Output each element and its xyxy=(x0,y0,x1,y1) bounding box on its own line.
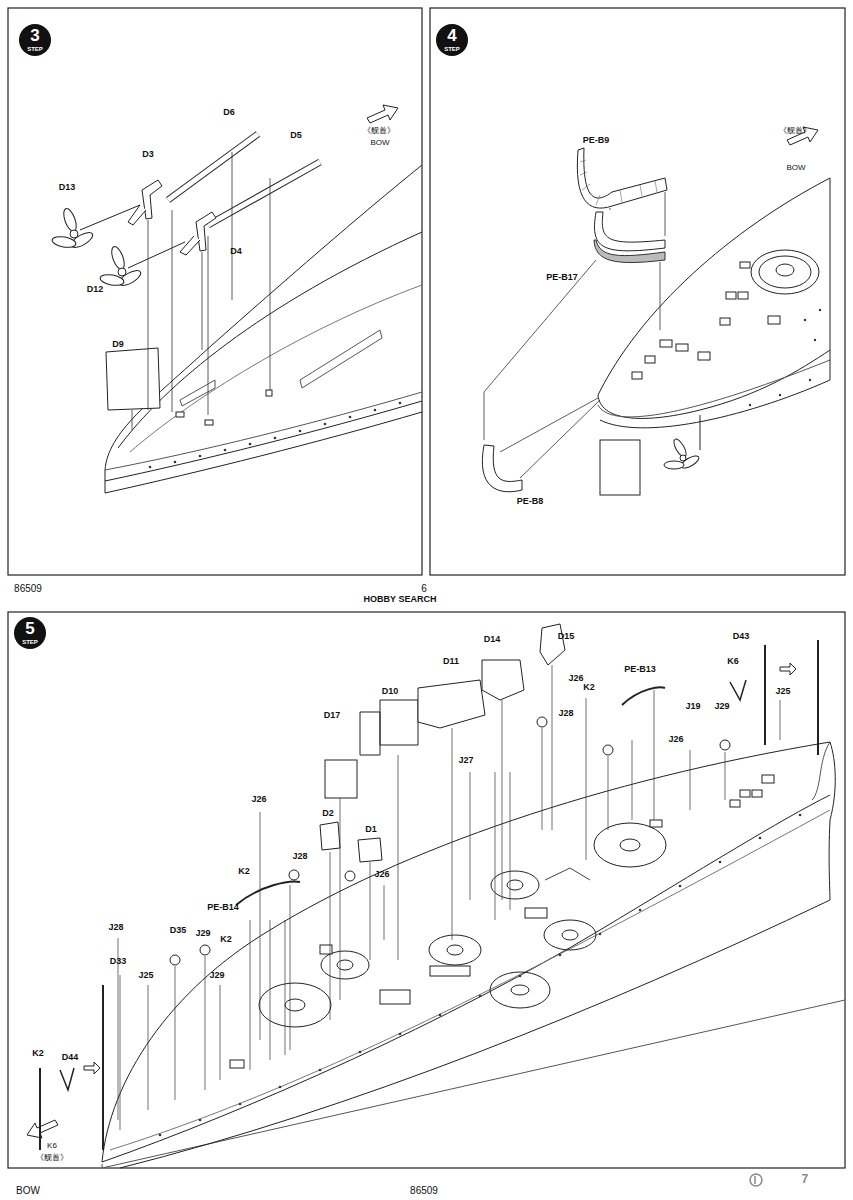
part-number: D3 xyxy=(142,150,154,160)
part-number: D43 xyxy=(733,632,750,642)
step-number: 4 xyxy=(436,24,468,46)
step-badge: 5STEP xyxy=(14,617,46,649)
part-number: J19 xyxy=(685,702,700,712)
step-badge: 4STEP xyxy=(436,24,468,56)
part-number: D44 xyxy=(62,1053,79,1063)
part-number: D11 xyxy=(443,657,459,667)
part-number: J25 xyxy=(775,687,790,697)
part-number: K2 xyxy=(238,867,250,877)
part-number: J26 xyxy=(668,735,683,745)
part-number: D14 xyxy=(484,635,501,645)
step-word: STEP xyxy=(19,46,51,53)
part-number: HOBBY SEARCH xyxy=(364,595,437,605)
bow-label: BOW xyxy=(786,164,805,173)
part-number: J28 xyxy=(108,923,123,933)
page-number: 86509 xyxy=(410,1185,438,1196)
step-number: 5 xyxy=(14,617,46,639)
part-number: K6 xyxy=(727,657,739,667)
bow-label: 《舰首》 xyxy=(36,1154,68,1163)
bow-label: K6 xyxy=(47,1142,57,1151)
watermark: 7 xyxy=(801,1173,808,1186)
part-number: D2 xyxy=(322,809,334,819)
step-word: STEP xyxy=(14,639,46,646)
part-number: D4 xyxy=(230,247,242,257)
part-number: J25 xyxy=(138,971,153,981)
part-number: D6 xyxy=(223,108,235,118)
part-number: K2 xyxy=(32,1049,44,1059)
step-badge: 3STEP xyxy=(19,24,51,56)
part-number: D13 xyxy=(59,183,76,193)
bow-label: 《舰首》 xyxy=(779,127,811,136)
part-number: D9 xyxy=(112,340,124,350)
part-number: PE-B13 xyxy=(624,665,656,675)
part-number: PE-B14 xyxy=(207,903,239,913)
page-number: 86509 xyxy=(14,583,42,594)
part-number: PE-B17 xyxy=(546,273,578,283)
part-number: J28 xyxy=(558,709,573,719)
part-number: J28 xyxy=(292,852,307,862)
part-number: J27 xyxy=(458,756,473,766)
part-number: J29 xyxy=(714,702,729,712)
part-number: J26 xyxy=(374,870,389,880)
part-number: PE-B9 xyxy=(583,136,610,146)
bow-label: 《舰首》 xyxy=(363,127,395,136)
step-number: 3 xyxy=(19,24,51,46)
part-number: J26 xyxy=(251,795,266,805)
part-number: J29 xyxy=(195,929,210,939)
part-number: J26 xyxy=(568,674,583,684)
part-number: K2 xyxy=(220,935,232,945)
part-number: D15 xyxy=(558,632,575,642)
step-word: STEP xyxy=(436,46,468,53)
bow-label: BOW xyxy=(370,139,389,148)
part-number: D5 xyxy=(290,131,302,141)
part-number: D17 xyxy=(324,711,341,721)
part-number: D35 xyxy=(170,926,187,936)
part-number: D33 xyxy=(110,957,127,967)
part-number: D1 xyxy=(365,825,377,835)
page-number: BOW xyxy=(16,1185,40,1196)
part-number: J29 xyxy=(209,971,224,981)
part-number: D10 xyxy=(382,687,399,697)
part-number: PE-B8 xyxy=(517,497,544,507)
part-number: K2 xyxy=(583,683,595,693)
part-number: D12 xyxy=(87,285,104,295)
page-number: 6 xyxy=(421,583,427,594)
